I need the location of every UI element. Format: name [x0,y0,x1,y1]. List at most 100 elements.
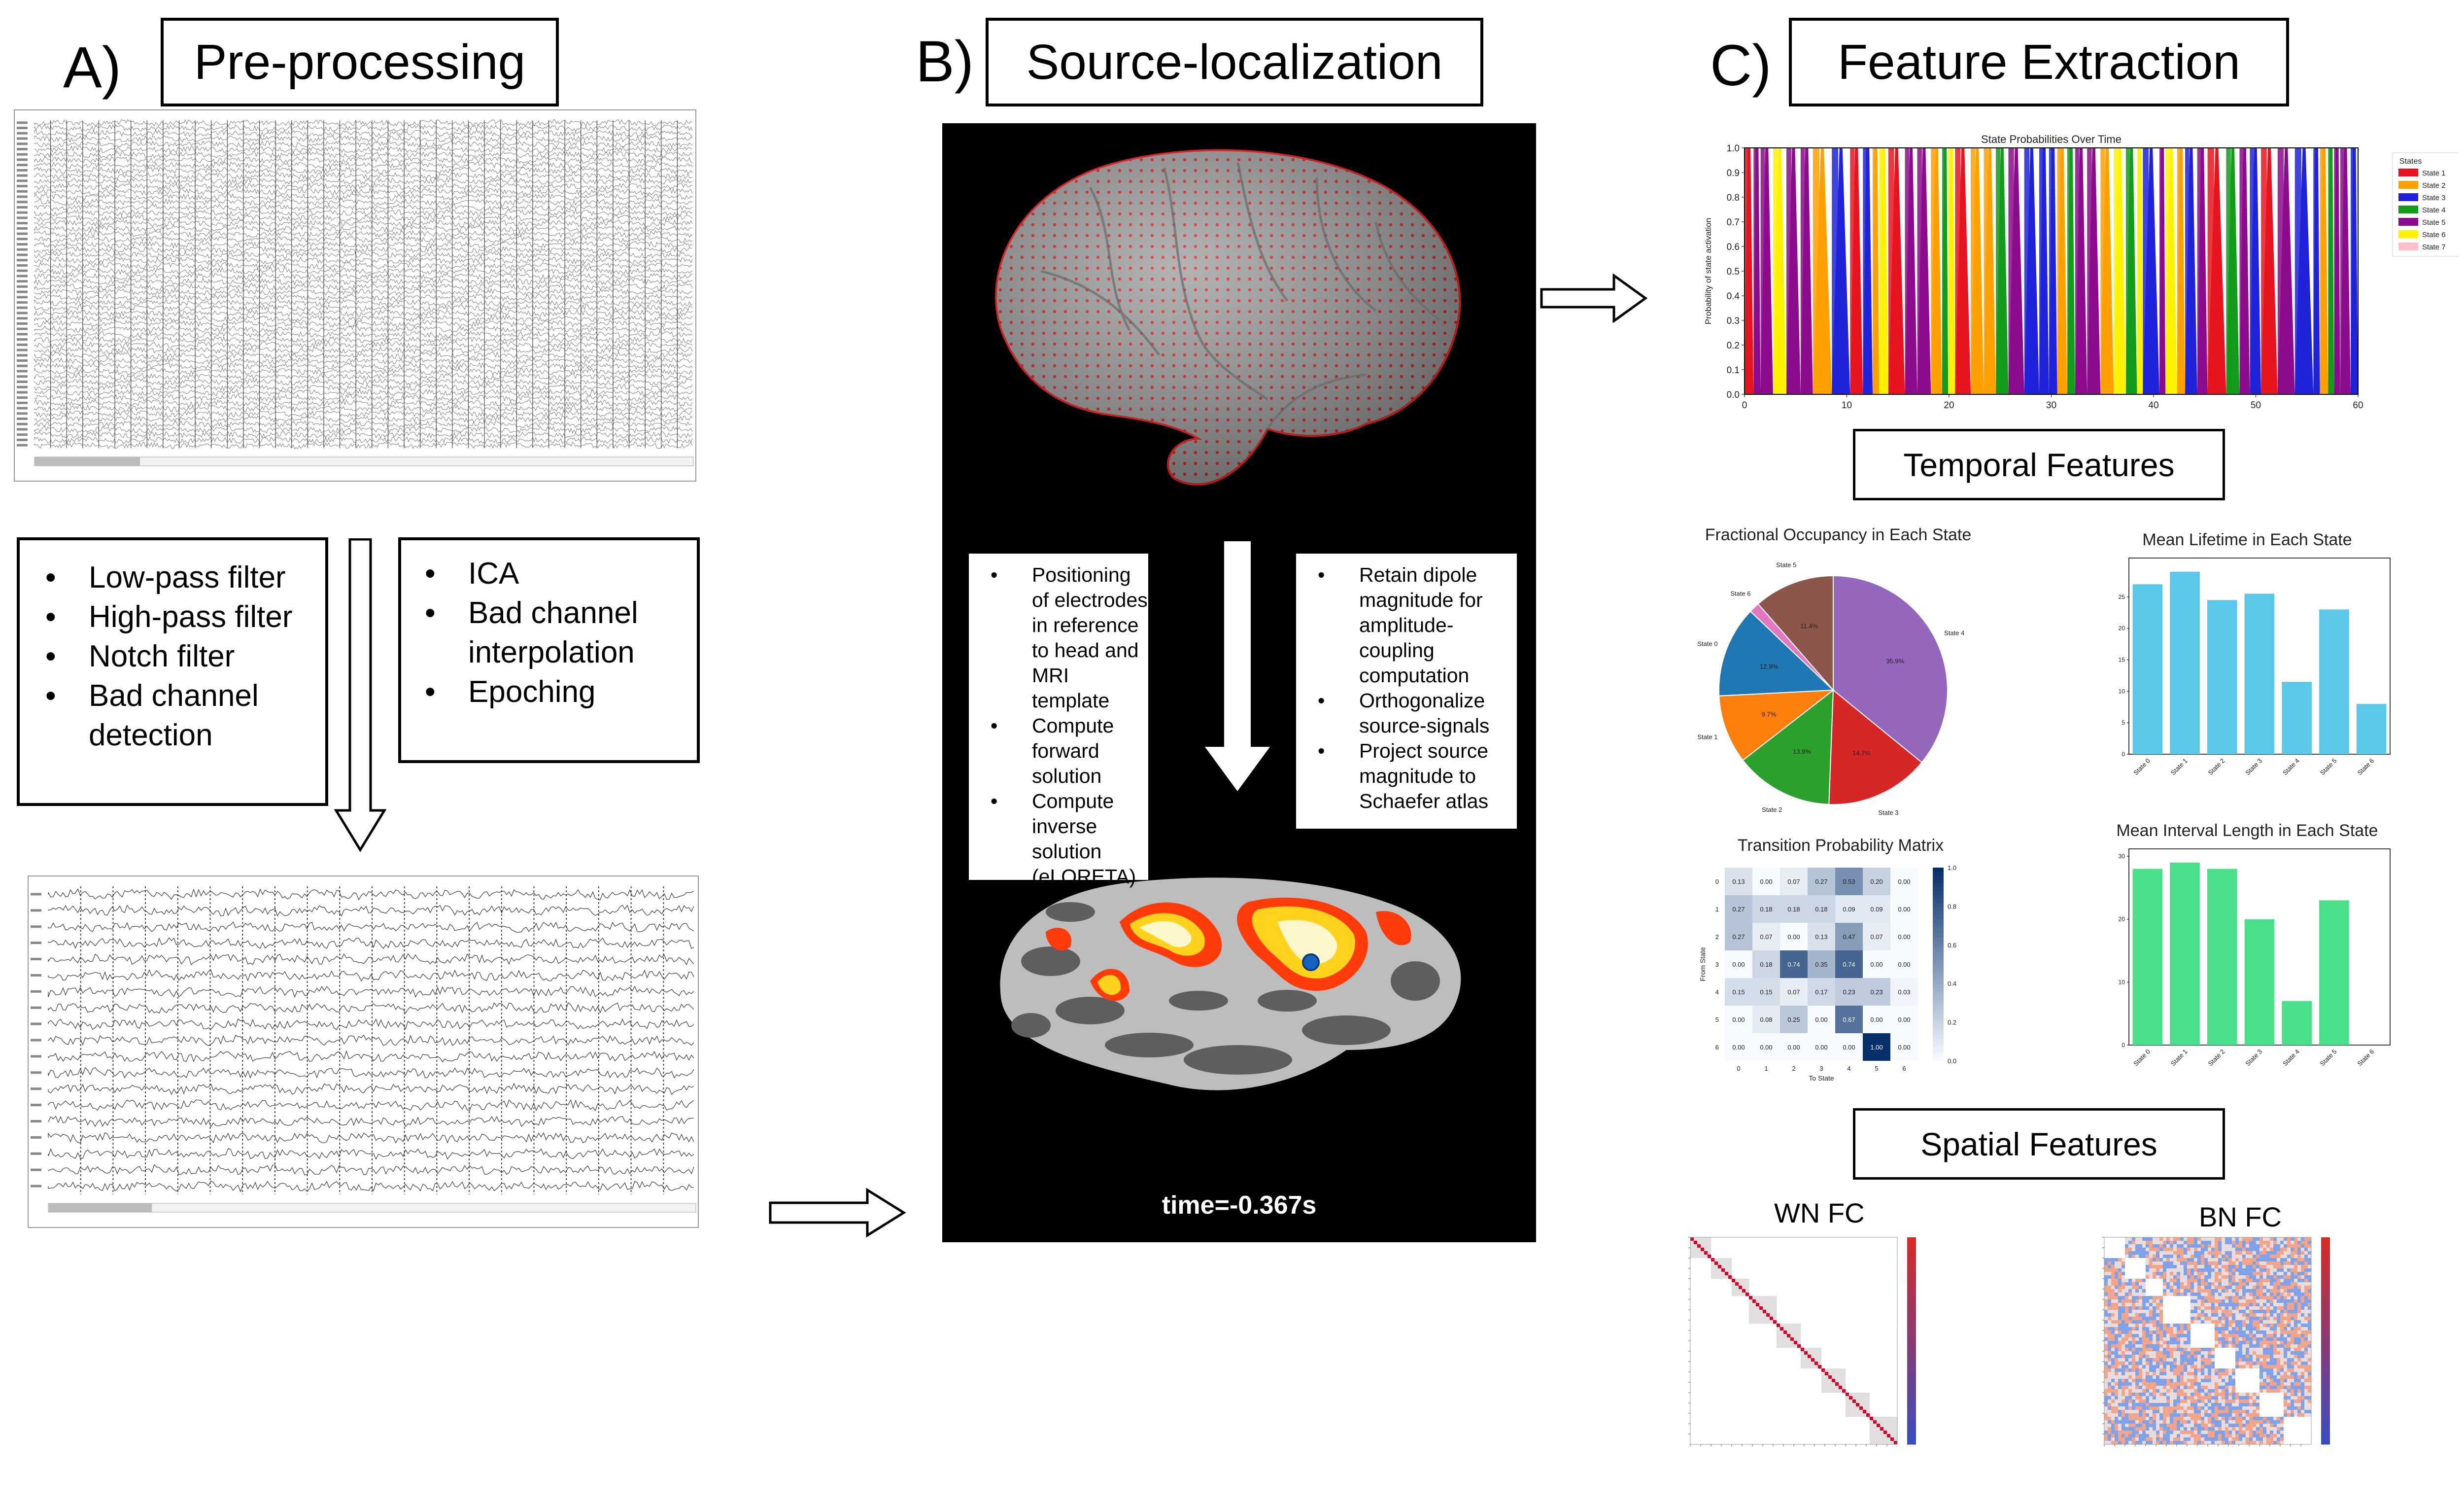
fc-cell [2270,1424,2274,1428]
fc-cell [2232,1299,2236,1303]
fc-cell [2170,1244,2174,1248]
fc-cell [2304,1265,2308,1269]
colorbar-segment [2321,1351,2330,1357]
fc-cell [2132,1330,2136,1334]
fc-cell [2115,1437,2119,1441]
fc-cell [2277,1306,2281,1310]
fc-cell [2277,1261,2281,1265]
fc-cell [2218,1310,2222,1314]
fc-cell [2235,1341,2239,1345]
fc-cell [2284,1237,2288,1241]
fc-cell [2177,1424,2181,1428]
heatmap-value: 0.18 [1815,906,1827,913]
fc-cell [2184,1296,2188,1300]
fc-cell [2284,1344,2288,1348]
state-probability-area [2024,148,2030,394]
fc-cell [2190,1255,2194,1259]
fc-cell [2163,1372,2167,1376]
fc-cell [2249,1396,2253,1400]
legend-swatch [2398,243,2418,250]
colorbar-segment [1907,1387,1916,1393]
fc-cell [2159,1241,2163,1245]
fc-cell [2287,1365,2291,1369]
fc-cell [1877,1427,1881,1431]
fc-cell [1852,1410,1856,1414]
fc-cell [2173,1410,2177,1414]
fc-cell [2308,1362,2312,1365]
fc-cell [1749,1310,1753,1314]
fc-cell [2177,1251,2181,1255]
fc-cell [2115,1417,2119,1421]
fc-cell [1890,1420,1894,1424]
fc-cell [2135,1320,2139,1324]
fc-cell [2187,1379,2191,1383]
fc-cell [2249,1268,2253,1272]
fc-cell [2149,1344,2153,1348]
fc-cell [2135,1258,2139,1262]
fc-cell [2215,1299,2219,1303]
fc-cell [2197,1255,2201,1259]
fc-cell [2177,1296,2181,1300]
fc-cell [2197,1248,2201,1252]
fc-cell [2232,1427,2236,1431]
heatmap-value: 0.00 [1870,1016,1882,1023]
fc-cell [2159,1330,2163,1334]
fc-cell [2146,1410,2150,1414]
fc-cell [2139,1244,2143,1248]
channel-label [17,380,28,383]
fc-cell [2253,1313,2257,1317]
fc-cell [2246,1306,2250,1310]
fc-cell [2190,1241,2194,1245]
fc-cell [2273,1241,2277,1245]
fc-cell [2132,1306,2136,1310]
fc-cell [2277,1237,2281,1241]
fc-cell [2177,1441,2181,1445]
fc-cell [1783,1341,1787,1345]
fc-cell [2197,1410,2201,1414]
fc-cell [2266,1437,2270,1441]
fc-cell [2246,1389,2250,1393]
fc-cell [2246,1437,2250,1441]
fc-cell [2208,1379,2212,1383]
fc-cell [2170,1320,2174,1324]
fc-cell [2108,1310,2112,1314]
fc-cell [2115,1358,2119,1362]
fc-cell [1704,1244,1708,1248]
fc-cell [2301,1334,2305,1338]
fc-cell [2201,1355,2205,1359]
fc-cell [2253,1324,2257,1328]
fc-cell [2301,1244,2305,1248]
fc-cell [2232,1382,2236,1386]
fc-cell [2294,1437,2298,1441]
fc-cell [1880,1441,1884,1445]
fc-cell [2266,1410,2270,1414]
clean-eeg-plot [28,875,699,1228]
fc-cell [2235,1320,2239,1324]
fc-cell [2273,1427,2277,1431]
fc-cell [2139,1403,2143,1407]
colorbar-segment [1933,883,1944,888]
fc-cell [2242,1393,2246,1397]
fc-cell [2149,1310,2153,1314]
fc-cell [2180,1344,2184,1348]
fc-cell [2211,1427,2215,1431]
channel-label [17,359,28,362]
fc-cell [2294,1251,2298,1255]
fc-cell [2201,1317,2205,1321]
fc-cell [2111,1289,2115,1293]
fc-cell [2266,1289,2270,1293]
fc-cell [2259,1320,2263,1324]
fc-cell [2301,1337,2305,1341]
fc-cell [2146,1344,2150,1348]
fc-cell [2170,1282,2174,1286]
fc-cell [2135,1344,2139,1348]
fc-cell [2297,1358,2301,1362]
state-probability-area [1942,148,1945,394]
fc-cell [1814,1365,1818,1369]
fc-cell [2308,1317,2312,1321]
pie-slice [1828,689,1923,805]
fc-cell [1694,1244,1698,1248]
fc-cell [2228,1293,2232,1296]
fc-cell [2232,1389,2236,1393]
fc-cell [2187,1255,2191,1259]
